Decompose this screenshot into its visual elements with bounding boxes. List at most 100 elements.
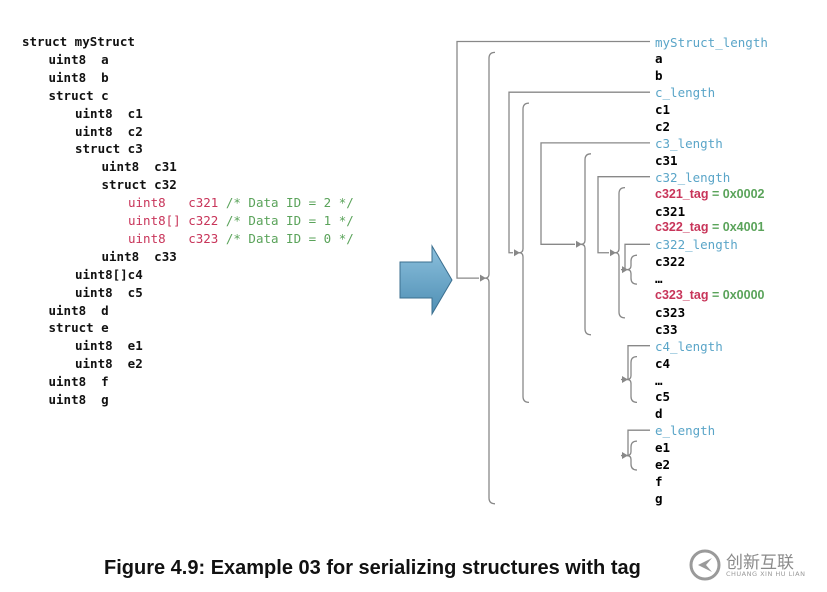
code-text: struct c (48, 87, 109, 103)
code-line: struct myStruct (22, 34, 135, 49)
length-connector (621, 243, 650, 271)
field-label: c322 (655, 254, 686, 270)
connector-arrow-icon (576, 240, 582, 248)
watermark-logo-icon (689, 549, 721, 581)
serialized-item-field: e2 (655, 457, 670, 473)
length-label: c4_length (655, 338, 723, 354)
code-text: uint8 c321 (128, 195, 219, 211)
code-text: struct c3 (75, 141, 143, 157)
serialized-item-field: … (655, 271, 663, 287)
field-label: e1 (655, 440, 671, 456)
connector-arrow-icon (514, 249, 520, 257)
serialized-item-field: c323 (655, 305, 685, 321)
code-text: uint8 f (48, 374, 109, 390)
code-text: struct myStruct (22, 34, 135, 49)
serialized-item-field: c2 (655, 119, 670, 135)
curly-brace (626, 355, 638, 404)
field-label: c31 (655, 152, 678, 168)
length-connector (456, 40, 650, 279)
serialized-item-field: c1 (655, 102, 670, 118)
field-label: … (655, 271, 663, 287)
watermark-subtext: CHUANG XIN HU LIAN (726, 570, 806, 578)
code-line: uint8 c33 (102, 249, 177, 264)
code-text: uint8[]c4 (75, 266, 143, 282)
watermark-text: 创新互联 (726, 553, 794, 573)
field-label: a (655, 51, 663, 67)
serialized-item-field: a (655, 51, 663, 67)
length-label: c3_length (655, 135, 723, 151)
length-connector (621, 429, 650, 457)
length-label: c32_length (655, 169, 731, 185)
serialized-item-length: c3_length (655, 136, 723, 152)
serialized-item-field: c4 (655, 356, 670, 372)
tag-label: c322_tag (655, 220, 709, 235)
code-text: uint8 c31 (101, 159, 177, 175)
serialized-item-field: c322 (655, 254, 685, 270)
field-label: … (655, 372, 663, 388)
code-text: uint8 c323 (128, 230, 219, 246)
code-line: uint8 b (49, 70, 109, 85)
serialized-item-field: c31 (655, 153, 678, 169)
curly-brace (580, 153, 592, 336)
code-line: uint8 g (49, 392, 109, 407)
serialized-item-length: myStruct_length (655, 35, 768, 51)
serialized-item-field: b (655, 68, 663, 84)
serialized-item-tag: c321_tag = 0x0002 (655, 187, 764, 202)
field-label: c1 (655, 102, 671, 118)
connector-arrow-icon (622, 266, 628, 274)
curly-brace (518, 102, 530, 404)
watermark: 创新互联 CHUANG XIN HU LIAN (680, 540, 827, 592)
code-text: uint8 d (48, 302, 109, 318)
serialized-item-length: c4_length (655, 339, 723, 355)
serialized-item-field: c5 (655, 389, 670, 405)
code-line: uint8 a (49, 52, 109, 67)
field-label: d (655, 406, 663, 422)
code-text: uint8 c1 (75, 105, 143, 121)
field-label: c4 (655, 355, 671, 371)
code-line: uint8 c321 /* Data ID = 2 */ (128, 195, 354, 210)
transform-arrow-icon (399, 244, 453, 316)
length-connector (508, 91, 650, 254)
code-text: uint8 c2 (75, 123, 143, 139)
code-text: uint8 e1 (75, 338, 143, 354)
code-text: uint8 a (48, 51, 109, 67)
code-line: uint8[]c4 (75, 267, 143, 282)
code-line: uint8 c5 (75, 285, 143, 300)
figure-caption: Figure 4.9: Example 03 for serializing s… (104, 557, 641, 579)
code-text: uint8 c33 (101, 248, 177, 264)
code-line: uint8 c31 (102, 159, 177, 174)
field-label: e2 (655, 457, 671, 472)
field-label: c323 (655, 304, 686, 320)
serialized-item-length: e_length (655, 423, 715, 439)
code-comment: /* Data ID = 0 */ (218, 230, 354, 246)
tag-label: c321_tag (655, 186, 709, 201)
length-label: e_length (655, 423, 716, 439)
code-text: uint8 g (48, 392, 109, 407)
code-line: struct c3 (75, 141, 143, 156)
code-line: struct c (49, 88, 109, 103)
serialized-item-length: c322_length (655, 237, 738, 253)
code-line: struct c32 (102, 177, 177, 192)
code-line: uint8 f (49, 374, 109, 389)
length-label: c_length (655, 85, 716, 101)
code-comment: /* Data ID = 2 */ (218, 195, 354, 211)
serialized-item-length: c_length (655, 85, 715, 101)
tag-value: = 0x0000 (708, 288, 765, 302)
code-line: uint8[] c322 /* Data ID = 1 */ (128, 213, 354, 228)
length-connector (540, 142, 650, 245)
code-text: struct c32 (101, 177, 177, 193)
curly-brace (484, 51, 496, 505)
tag-value: = 0x0002 (708, 186, 765, 201)
code-text: struct e (48, 320, 109, 336)
connector-arrow-icon (622, 376, 628, 383)
serialized-item-field: c321 (655, 204, 685, 220)
field-label: c5 (655, 389, 671, 405)
connector-arrow-icon (622, 452, 628, 460)
length-label: myStruct_length (655, 34, 768, 50)
length-connector (597, 176, 650, 254)
code-text: uint8 c5 (75, 284, 143, 300)
field-label: b (655, 68, 663, 84)
length-connector (621, 345, 650, 381)
curly-brace (614, 186, 626, 319)
